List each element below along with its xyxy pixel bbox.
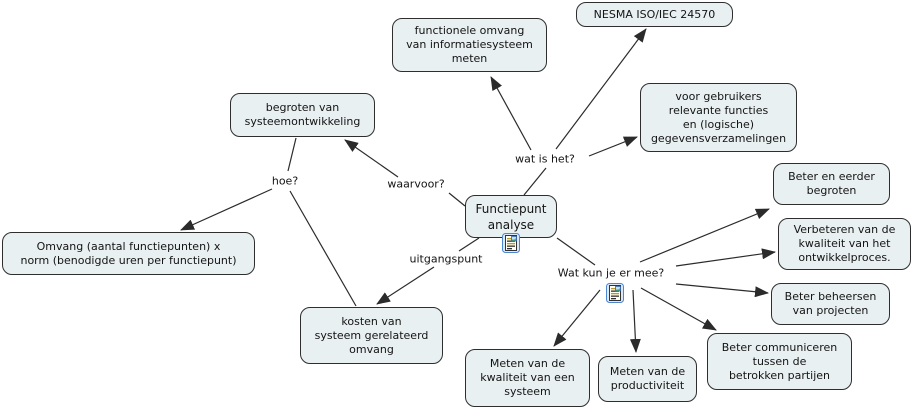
concept-verbeteren-kwaliteit[interactable]: Verbeteren van de kwaliteit van het ontw…: [778, 218, 911, 270]
concept-meten-kwaliteit-systeem-label: Meten van de kwaliteit van een systeem: [480, 357, 575, 398]
concept-kosten[interactable]: kosten van systeem gerelateerd omvang: [300, 307, 443, 364]
edge-functiepunt-to-wat-kun-je: [556, 237, 596, 266]
edge-wat-kun-je-to-kwaliteit-systeem: [553, 289, 601, 347]
edge-wat-is-het-to-nesma: [555, 28, 647, 150]
link-label-uitgangspunt[interactable]: uitgangspunt: [409, 252, 483, 266]
resource-icon[interactable]: [606, 283, 624, 303]
edge-kosten-to-hoe: [289, 190, 357, 307]
concept-omvang-norm[interactable]: Omvang (aantal functiepunten) x norm (be…: [2, 232, 255, 275]
concept-beter-communiceren[interactable]: Beter communiceren tussen de betrokken p…: [707, 333, 852, 390]
concept-beter-beheersen[interactable]: Beter beheersen van projecten: [771, 283, 890, 325]
edge-wat-kun-je-to-beheersen: [675, 283, 769, 298]
resource-icon[interactable]: [502, 233, 520, 253]
edge-uitgangspunt-to-kosten: [376, 266, 435, 305]
link-label-hoe[interactable]: hoe?: [271, 174, 299, 188]
concept-nesma[interactable]: NESMA ISO/IEC 24570: [576, 2, 733, 27]
concept-functionele-omvang[interactable]: functionele omvang van informatiesysteem…: [392, 18, 547, 72]
concept-omvang-norm-label: Omvang (aantal functiepunten) x norm (be…: [20, 239, 237, 267]
edge-wat-is-het-to-functionele-omvang: [490, 76, 532, 151]
concept-beter-communiceren-label: Beter communiceren tussen de betrokken p…: [721, 340, 838, 382]
concept-functionele-omvang-label: functionele omvang van informatiesysteem…: [406, 24, 533, 65]
edge-functiepunt-to-wat-is-het: [523, 167, 547, 196]
edge-wat-kun-je-to-productiviteit: [629, 289, 641, 353]
concept-begroten-label: begroten van systeemontwikkeling: [244, 101, 361, 128]
concept-meten-kwaliteit-systeem[interactable]: Meten van de kwaliteit van een systeem: [465, 349, 590, 407]
concept-begroten[interactable]: begroten van systeemontwikkeling: [230, 93, 375, 137]
concept-kosten-label: kosten van systeem gerelateerd omvang: [314, 314, 429, 356]
concept-functiepunt-analyse[interactable]: Functiepunt analyse: [465, 195, 557, 238]
edge-functiepunt-to-uitgangspunt: [458, 237, 480, 252]
concept-voor-gebruikers-label: voor gebruikers relevante functies en (l…: [650, 89, 787, 145]
edge-begroten-to-hoe: [287, 137, 297, 172]
concept-meten-productiviteit-label: Meten van de productiviteit: [609, 365, 686, 392]
edge-functiepunt-to-waarvoor: [448, 192, 466, 207]
concept-nesma-label: NESMA ISO/IEC 24570: [593, 7, 716, 21]
edge-wat-kun-je-to-communiceren: [640, 287, 717, 331]
link-label-wat-kun-je-er-mee[interactable]: Wat kun je er mee?: [557, 266, 665, 280]
edge-waarvoor-to-begroten: [344, 139, 399, 178]
edge-wat-kun-je-to-verbeteren: [675, 248, 776, 267]
concept-beter-eerder-begroten[interactable]: Beter en eerder begroten: [773, 163, 890, 205]
edge-hoe-to-omvang-norm: [180, 188, 273, 231]
concept-functiepunt-analyse-label: Functiepunt analyse: [475, 201, 547, 232]
concept-verbeteren-kwaliteit-label: Verbeteren van de kwaliteit van het ontw…: [793, 223, 896, 264]
document-image-icon: [606, 283, 624, 303]
document-image-icon: [502, 233, 520, 253]
concept-beter-beheersen-label: Beter beheersen van projecten: [784, 290, 877, 317]
link-label-waarvoor[interactable]: waarvoor?: [387, 177, 445, 191]
edge-wat-is-het-to-voor-gebruikers: [588, 136, 638, 157]
concept-meten-productiviteit[interactable]: Meten van de productiviteit: [598, 356, 697, 402]
concept-beter-eerder-begroten-label: Beter en eerder begroten: [788, 170, 875, 197]
edge-wat-kun-je-to-beter-eerder: [639, 208, 770, 263]
concept-voor-gebruikers[interactable]: voor gebruikers relevante functies en (l…: [640, 83, 797, 152]
link-label-wat-is-het[interactable]: wat is het?: [515, 152, 575, 166]
